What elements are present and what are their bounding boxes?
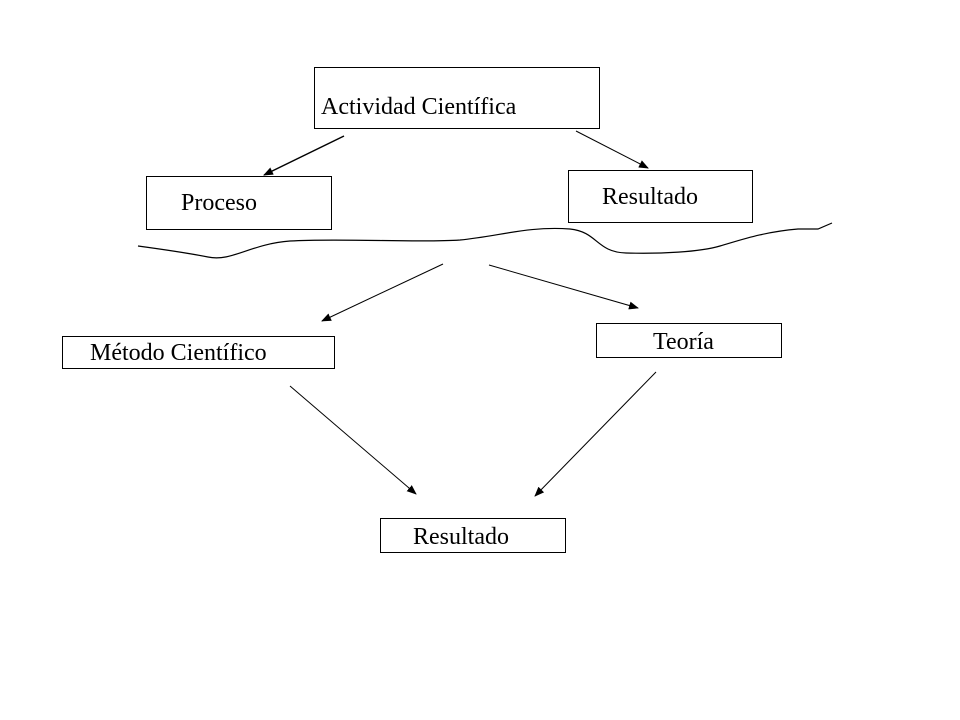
node-label: Teoría: [653, 329, 714, 355]
arrow-metodo-to-resultado: [289, 385, 417, 495]
arrow-teoria-to-resultado: [534, 371, 657, 497]
node-resultado-top: Resultado: [568, 170, 753, 223]
node-label: Resultado: [602, 184, 698, 210]
node-proceso: Proceso: [146, 176, 332, 230]
arrow-split-to-teoria: [488, 264, 639, 310]
node-teoria: Teoría: [596, 323, 782, 358]
node-resultado-bottom: Resultado: [380, 518, 566, 553]
node-label: Actividad Científica: [321, 94, 517, 120]
arrow-split-to-metodo: [321, 263, 444, 322]
divider-wavy-line: [137, 222, 833, 259]
arrow-actividad-to-resultado: [575, 130, 649, 169]
node-label: Método Científico: [90, 340, 267, 366]
node-metodo-cientifico: Método Científico: [62, 336, 335, 369]
arrow-actividad-to-proceso: [263, 135, 345, 176]
node-label: Proceso: [181, 190, 257, 216]
node-actividad-cientifica: Actividad Científica: [314, 67, 600, 129]
node-label: Resultado: [413, 524, 509, 550]
